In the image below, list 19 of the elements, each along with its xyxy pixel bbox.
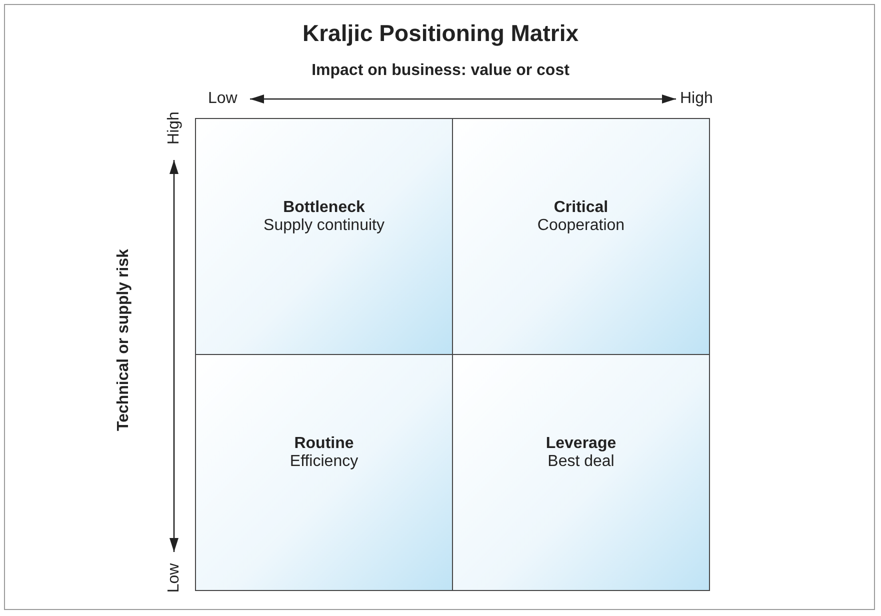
quadrant-title: Bottleneck (283, 199, 365, 217)
quadrant-title: Leverage (546, 435, 616, 453)
quadrant-subtitle: Cooperation (537, 217, 625, 235)
quadrant-box (452, 354, 710, 591)
quadrant-box (195, 118, 453, 355)
quadrant-box (452, 118, 710, 355)
axis-label: Low (165, 563, 184, 593)
quadrant-subtitle: Best deal (548, 453, 614, 471)
quadrant-subtitle: Efficiency (290, 453, 358, 471)
axis-label: Low (208, 90, 238, 108)
quadrant-subtitle: Supply continuity (264, 217, 384, 235)
quadrant-title: Routine (294, 435, 354, 453)
axis-label: High (680, 90, 713, 108)
axis-label: High (164, 112, 183, 144)
quadrant-title: Critical (554, 199, 608, 217)
axis-title: Technical or supply risk (115, 249, 133, 431)
chart-title: Kraljic Positioning Matrix (301, 20, 580, 47)
quadrant-box (195, 354, 453, 591)
axis-title: Impact on business: value or cost (310, 62, 570, 80)
